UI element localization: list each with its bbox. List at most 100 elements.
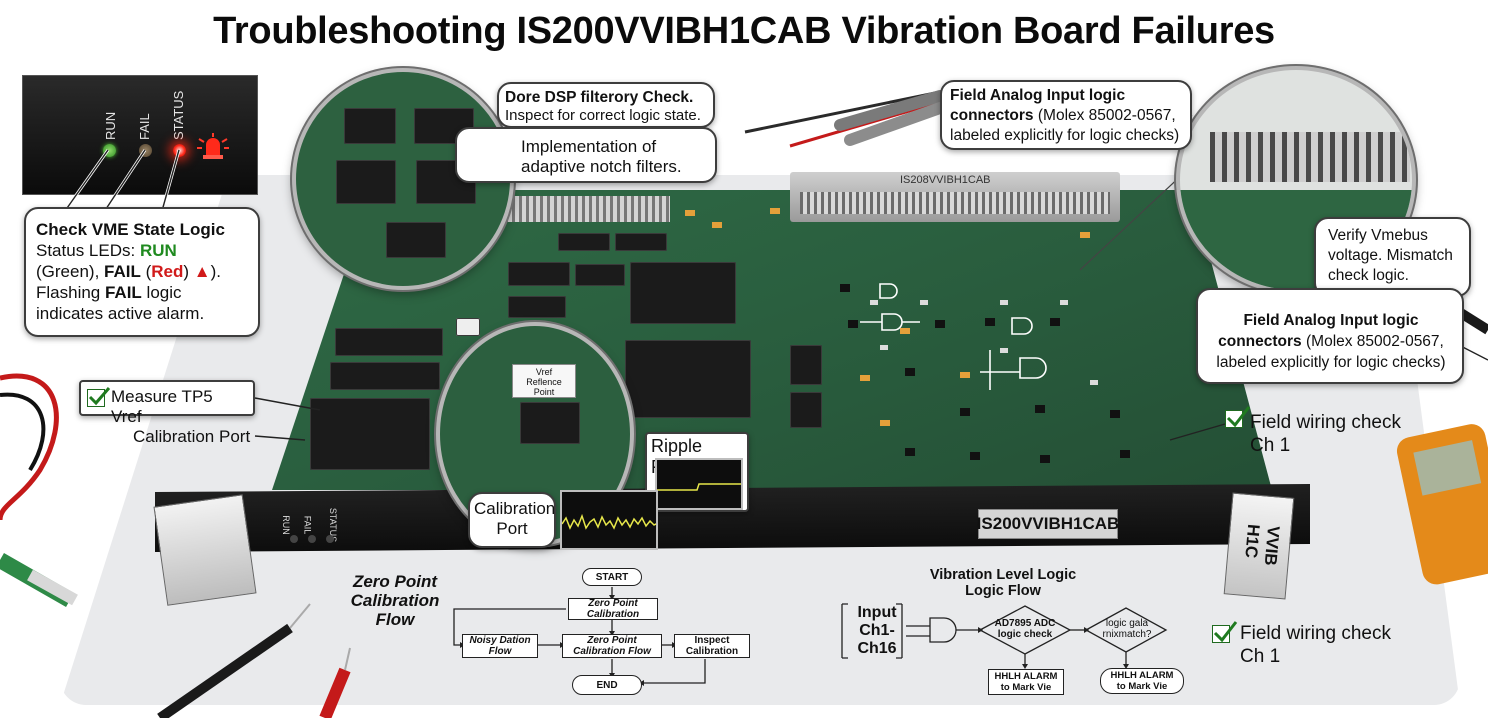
fai2-line2: connectors (Molex 85002-0567, [1208, 331, 1454, 352]
memory-chip [330, 362, 440, 390]
memory-chip [335, 328, 443, 356]
smd-ic [935, 320, 945, 328]
ic-chip [508, 262, 570, 286]
smd-ic [1050, 318, 1060, 326]
fai2-heading2: connectors [1218, 333, 1302, 350]
ic-chip [790, 392, 822, 428]
fail-text: FAIL [104, 262, 141, 281]
fail-text: FAIL [104, 283, 142, 302]
text: HHLH ALARM [1110, 670, 1174, 681]
tp5-label: Measure TP5 Vref [111, 387, 213, 426]
text: logic [141, 283, 182, 302]
fai-heading: Field Analog Input logic [950, 87, 1126, 104]
checkbox-icon [1212, 625, 1230, 643]
capacitor [1080, 232, 1090, 238]
molex-connector-pins [1210, 132, 1410, 182]
capacitor [770, 208, 780, 214]
dsp-chip [630, 262, 736, 324]
checkmark-icon [1226, 406, 1251, 428]
notch-filter-callout: Implementation of adaptive notch filters… [455, 127, 717, 183]
smd-ic [840, 284, 850, 292]
vib-title-2: Logic Flow [965, 583, 1041, 599]
verify-vmebus-callout: Verify Vmebus voltage. Mismatch check lo… [1314, 217, 1471, 297]
vib-logic-decision: logic gala rnixmatch? [1090, 618, 1164, 640]
alarm-beacon-icon [197, 133, 229, 159]
lens-chip [344, 108, 396, 144]
connector-pins [800, 192, 1110, 214]
text: Inspect [694, 635, 730, 646]
checkmark-icon [88, 387, 111, 406]
vme-callout-line1: Status LEDs: RUN [36, 240, 248, 261]
ic-chip [790, 345, 822, 385]
calibration-port-lens-callout: Calibration Port [468, 492, 556, 548]
smd-ic [905, 368, 915, 376]
lens-chip [386, 222, 446, 258]
vme-callout-line4: indicates active alarm. [36, 304, 205, 323]
fai-body1: (Molex 85002-0567, [1033, 107, 1176, 124]
zero-title-2: Calibration [350, 591, 440, 610]
resistor [1000, 300, 1008, 305]
vib-input-2: Ch1- [859, 622, 895, 639]
ic-chip [575, 264, 625, 286]
panel-led [326, 535, 334, 543]
vib-adc-decision: AD7895 ADC logic check [986, 618, 1064, 640]
capacitor [900, 328, 910, 334]
resistor [880, 345, 888, 350]
capacitor [860, 375, 870, 381]
ripple-scope-trace [655, 458, 743, 510]
vib-logic-2: rnixmatch? [1102, 629, 1152, 640]
text: HHLH ALARM [994, 671, 1058, 682]
alarm-inline-icon: ▲ [193, 262, 211, 281]
vme-callout-heading: Check VME State Logic [36, 220, 225, 239]
ic-chip [508, 296, 566, 318]
logic-gate-annotations [860, 283, 1047, 390]
smd-ic [1120, 450, 1130, 458]
text: Flashing [36, 283, 105, 302]
capacitor [880, 420, 890, 426]
vib-title-1: Vibration Level Logic [929, 567, 1077, 583]
smd-ic [970, 452, 980, 460]
fai-line3: labeled explicitly for logic checks) [950, 127, 1180, 144]
verify-line3: check logic. [1328, 267, 1409, 284]
vme-callout-line2: (Green), FAIL (Red) ▲). [36, 261, 248, 282]
calib-lens-line2: Port [496, 519, 528, 538]
fai-heading2: connectors [950, 107, 1034, 124]
smd-ic [1040, 455, 1050, 463]
verify-line1: Verify Vmebus [1328, 227, 1428, 244]
magnifier-dsp [292, 68, 514, 290]
vib-adc-2: logic check [997, 629, 1053, 640]
text: ( [140, 262, 152, 281]
panel-led [308, 535, 316, 543]
smd-ic [960, 408, 970, 416]
zero-flow-connectors [453, 587, 706, 686]
page-title: Troubleshooting IS200VVIBH1CAB Vibration… [213, 10, 1275, 52]
connector-label: IS208VVIBH1CAB [900, 174, 991, 186]
vib-adc-1: AD7895 ADC [994, 618, 1056, 629]
vref-label-2: Reflence [526, 377, 562, 387]
text: Calibration Flow [573, 646, 651, 657]
zero-flow-title: Zero Point Calibration Flow [344, 572, 446, 629]
field-wiring-b-line1: Field wiring check [1240, 623, 1391, 644]
vib-input-1: Input [857, 604, 897, 621]
resistor [1060, 300, 1068, 305]
red-text: Red [151, 262, 184, 281]
ic-chip [558, 233, 610, 251]
text: Status LEDs: [36, 241, 140, 260]
processor-chip [625, 340, 751, 418]
text: Calibration [685, 646, 739, 657]
resistor [1090, 380, 1098, 385]
text: Zero Point [588, 598, 638, 609]
checkmark-icon [1213, 621, 1238, 643]
vib-logic-1: logic gala [1105, 618, 1149, 629]
vref-chip-label: Vref Reflence Point [512, 364, 576, 398]
field-analog-input-callout-right: Field Analog Input logic connectors (Mol… [1196, 288, 1464, 384]
text: to Mark Vie [1000, 682, 1052, 693]
field-analog-input-callout-top: Field Analog Input logic connectors (Mol… [940, 80, 1192, 150]
vref-label-3: Point [533, 387, 555, 397]
text: ). [210, 262, 222, 281]
zero-title-3: Flow [375, 610, 415, 629]
dsp-callout-body: Inspect for correct logic state. [505, 107, 701, 124]
